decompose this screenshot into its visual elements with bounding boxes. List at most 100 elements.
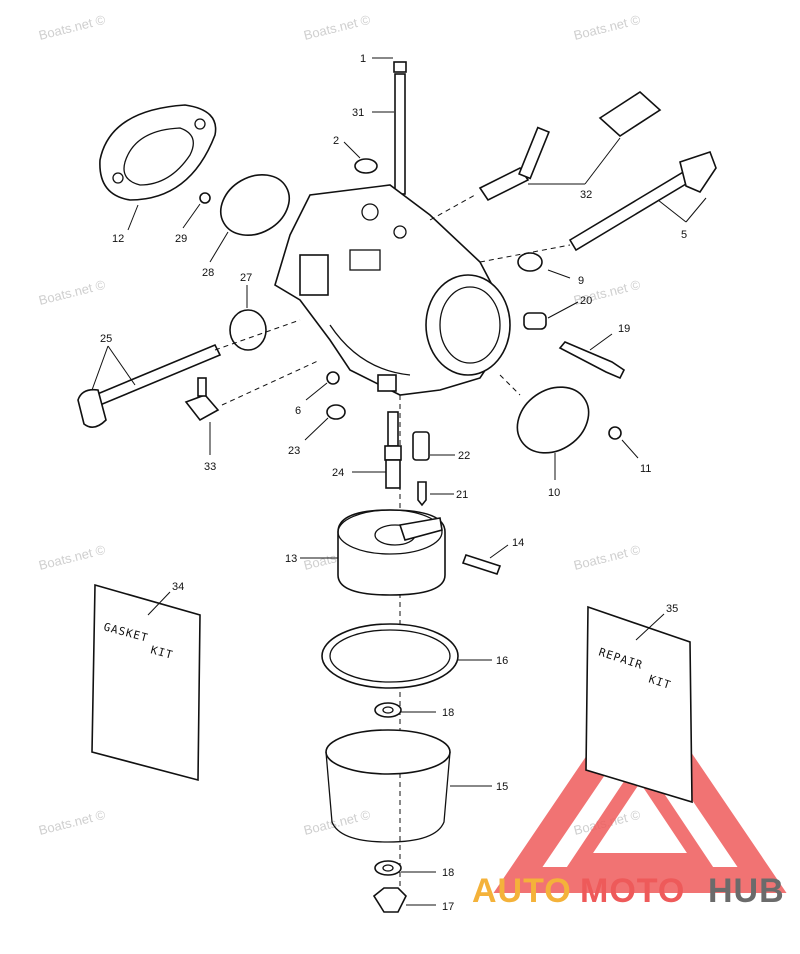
- label-18b: 18: [442, 867, 454, 879]
- watermark: Boats.net ©: [37, 807, 107, 838]
- part-20-shape: [523, 312, 547, 330]
- part-33-shape: [184, 394, 220, 422]
- part-21-shape: [417, 481, 427, 507]
- leader-23: [304, 417, 329, 441]
- part-21-needle: [417, 481, 454, 507]
- label-2: 2: [333, 135, 339, 147]
- part-28-plate: [209, 174, 290, 263]
- watermark: Boats.net ©: [302, 807, 372, 838]
- leader-2: [343, 141, 361, 159]
- watermark: Boats.net ©: [572, 12, 642, 43]
- part-5-shaft: [479, 150, 717, 263]
- leader-14: [489, 544, 509, 559]
- label-33: 33: [204, 461, 216, 473]
- leader-25-a: [91, 345, 109, 391]
- leader-28: [209, 231, 229, 263]
- label-10: 10: [548, 487, 560, 499]
- part-23-shape: [326, 404, 346, 420]
- gasket-kit-card: GASKET KIT: [91, 583, 201, 782]
- label-18a: 18: [442, 707, 454, 719]
- part-13-tab: [398, 517, 443, 541]
- automotohub-logo: AUTO MOTO HUB: [472, 676, 787, 910]
- part-19-shape: [558, 341, 626, 380]
- part-24-jet: [352, 411, 402, 489]
- leader-5-b: [685, 197, 707, 223]
- label-9: 9: [578, 275, 584, 287]
- label-27: 27: [240, 272, 252, 284]
- part-9-shape: [517, 252, 543, 272]
- label-19: 19: [618, 323, 630, 335]
- part-18b-shape: [374, 860, 402, 876]
- label-20: 20: [580, 295, 592, 307]
- part-6-plug: [305, 371, 340, 401]
- label-14: 14: [512, 537, 524, 549]
- label-31: 31: [352, 107, 364, 119]
- leader-34: [147, 591, 171, 616]
- part-32-fitting: [429, 90, 662, 221]
- part-24-shape: [385, 459, 401, 489]
- logo-triangle-outer: [493, 676, 787, 893]
- part-14-pin: [461, 544, 509, 575]
- part-18-washer-lower: [374, 860, 436, 876]
- label-23: 23: [288, 445, 300, 457]
- part-31-shaft: [394, 73, 406, 195]
- part-16-inner: [329, 629, 451, 683]
- part-11-shape: [608, 426, 622, 440]
- watermark: Boats.net ©: [37, 12, 107, 43]
- label-17: 17: [442, 901, 454, 913]
- body-bore-inner: [439, 286, 501, 364]
- part-32-right: [598, 90, 662, 138]
- part-13-float: [300, 509, 446, 596]
- label-25: 25: [100, 333, 112, 345]
- repair-kit-outline: [585, 605, 693, 804]
- leader-35: [635, 613, 665, 641]
- part-18-washer-upper: [374, 702, 436, 718]
- part-23-screw: [304, 404, 346, 441]
- carburetor-body: [274, 184, 511, 396]
- part-28-shape: [220, 174, 290, 236]
- watermark: Boats.net ©: [37, 542, 107, 573]
- part-32-left: [478, 166, 530, 202]
- logo-text-moto: MOTO: [580, 872, 685, 910]
- leader-25-b: [107, 345, 136, 386]
- leader-29: [182, 203, 201, 229]
- logo-text-auto: AUTO: [472, 872, 572, 910]
- part-15-bowl: [325, 729, 492, 843]
- leader-20: [547, 301, 579, 319]
- part-5-rod: [568, 166, 698, 252]
- part-14-shape: [461, 554, 502, 575]
- leader-5-a: [657, 199, 687, 223]
- part-16-outer: [321, 623, 459, 689]
- label-12: 12: [112, 233, 124, 245]
- part-27-shape: [229, 309, 267, 351]
- part-29-screw: [182, 192, 211, 229]
- part-22-seat: [412, 431, 455, 461]
- part-18a-shape: [374, 702, 402, 718]
- part-20-spring: [523, 301, 579, 330]
- part-33-fitting: [184, 359, 321, 455]
- part-25-shaft: [77, 319, 301, 428]
- part-2-plug: [343, 141, 378, 174]
- repair-kit-card: REPAIR KIT: [585, 605, 693, 804]
- part-17-shape: [372, 887, 407, 913]
- logo-text-hub: HUB: [708, 872, 785, 910]
- leader-32-b: [584, 137, 621, 185]
- part-9-spring: [517, 252, 571, 279]
- label-15: 15: [496, 781, 508, 793]
- part-29-shape: [199, 192, 211, 204]
- part-25-lever: [77, 388, 107, 428]
- part-10-shape: [516, 386, 590, 454]
- label-32: 32: [580, 189, 592, 201]
- label-21: 21: [456, 489, 468, 501]
- body-bore-outer: [425, 274, 511, 376]
- part-19-screw: [558, 333, 626, 380]
- part-12-gasket: [99, 104, 217, 231]
- watermark: Boats.net ©: [572, 542, 642, 573]
- leader-9: [547, 269, 571, 279]
- label-1: 1: [360, 53, 366, 65]
- label-5: 5: [681, 229, 687, 241]
- part-10-plate: [499, 374, 590, 480]
- part-labels: 1 2 5 6 9 10 11 12 13 14 15 16 17 18 18 …: [100, 53, 687, 913]
